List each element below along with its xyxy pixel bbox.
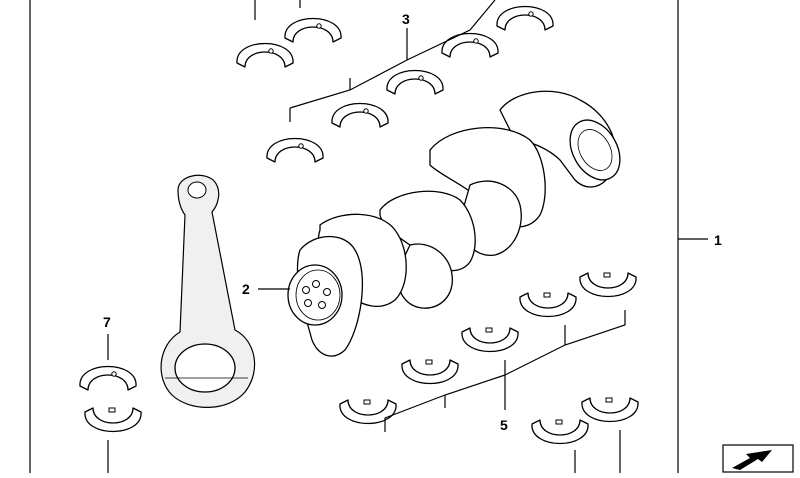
callout-7: 7 bbox=[103, 314, 111, 330]
callout-2: 2 bbox=[242, 281, 250, 297]
assembly-frame bbox=[29, 0, 708, 473]
callout-5: 5 bbox=[500, 417, 508, 433]
callout-1: 1 bbox=[714, 232, 722, 248]
connecting-rod bbox=[160, 174, 256, 408]
lower-bearing-shells bbox=[339, 272, 639, 473]
rod-bearing-shells bbox=[79, 334, 142, 473]
crankshaft bbox=[258, 90, 621, 357]
upper-bearing-shells bbox=[236, 0, 554, 163]
callout-3: 3 bbox=[402, 11, 410, 27]
view-direction-arrow-icon bbox=[722, 440, 794, 473]
